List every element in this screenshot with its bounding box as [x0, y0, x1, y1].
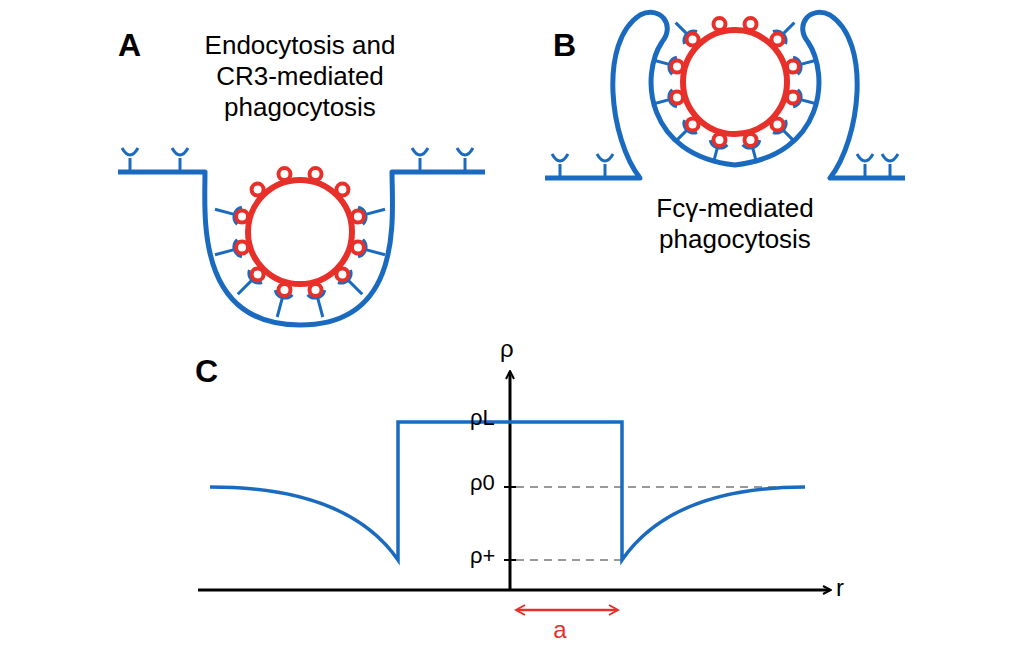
tick — [504, 486, 516, 488]
receptor — [676, 130, 687, 141]
panel-letter: C — [195, 352, 218, 390]
ligand — [687, 34, 699, 46]
ligand — [671, 92, 683, 104]
ligand — [278, 168, 290, 180]
ligand — [687, 118, 699, 130]
ligand — [236, 242, 248, 254]
receptor — [179, 158, 182, 170]
receptor — [366, 209, 385, 214]
receptor — [654, 60, 669, 64]
receptor-cup — [172, 148, 188, 155]
ligand — [336, 268, 348, 280]
ligand — [671, 60, 683, 72]
ligand — [236, 210, 248, 222]
panel-caption: Endocytosis and CR3-mediated phagocytosi… — [175, 30, 425, 124]
ligand — [771, 34, 783, 46]
receptor — [215, 209, 234, 214]
ligand — [252, 268, 264, 280]
ligand — [787, 92, 799, 104]
ligand — [713, 134, 725, 146]
receptor — [654, 100, 669, 104]
ligand — [771, 118, 783, 130]
r-axis — [198, 589, 830, 592]
receptor-cup — [552, 154, 568, 161]
receptor — [783, 130, 794, 141]
receptor — [129, 158, 132, 170]
receptor — [277, 298, 282, 317]
receptor — [559, 164, 562, 176]
tick-label: ρ0 — [470, 470, 495, 496]
receptor — [713, 148, 717, 163]
axis-label: ρ — [500, 335, 514, 364]
receptor — [801, 100, 816, 104]
receptor — [348, 280, 362, 294]
receptor — [889, 164, 892, 176]
dashed-guide — [516, 559, 622, 561]
receptor — [676, 23, 687, 34]
tick-label: ρL — [470, 405, 495, 431]
receptor — [215, 250, 234, 255]
tick — [504, 559, 516, 561]
panel-letter: B — [553, 26, 576, 64]
receptor — [753, 148, 757, 163]
receptor-cup — [882, 154, 898, 161]
density-curve — [210, 422, 805, 560]
receptor-cup — [597, 154, 613, 161]
receptor-cup — [857, 154, 873, 161]
membrane-cup — [545, 12, 905, 178]
ligand — [787, 60, 799, 72]
dimension-label: a — [553, 616, 566, 645]
particle — [248, 180, 352, 284]
receptors — [122, 18, 898, 317]
panel-letter: A — [118, 26, 141, 64]
ligand — [352, 242, 364, 254]
particle — [683, 30, 787, 134]
dashed-guide — [516, 486, 800, 488]
receptor-cup — [457, 148, 473, 155]
receptor — [238, 280, 252, 294]
receptor-cup — [122, 148, 138, 155]
receptor — [318, 298, 323, 317]
rho-axis — [509, 372, 512, 590]
ligand — [252, 184, 264, 196]
receptor — [464, 158, 467, 170]
receptor-cup — [412, 148, 428, 155]
radius-arrow — [517, 609, 617, 612]
ligand — [352, 210, 364, 222]
panel-caption: Fcγ-mediated phagocytosis — [620, 193, 850, 255]
membrane-pit — [118, 172, 485, 325]
ligand — [713, 18, 725, 30]
receptor — [419, 158, 422, 170]
ligand — [278, 284, 290, 296]
receptor — [801, 60, 816, 64]
ligand — [310, 284, 322, 296]
ligand — [745, 134, 757, 146]
ligand — [336, 184, 348, 196]
tick-label: ρ+ — [470, 543, 495, 569]
receptor — [604, 164, 607, 176]
receptor — [783, 23, 794, 34]
receptor — [864, 164, 867, 176]
ligand — [745, 18, 757, 30]
receptor — [366, 250, 385, 255]
axis-label: r — [836, 574, 844, 603]
ligand — [310, 168, 322, 180]
